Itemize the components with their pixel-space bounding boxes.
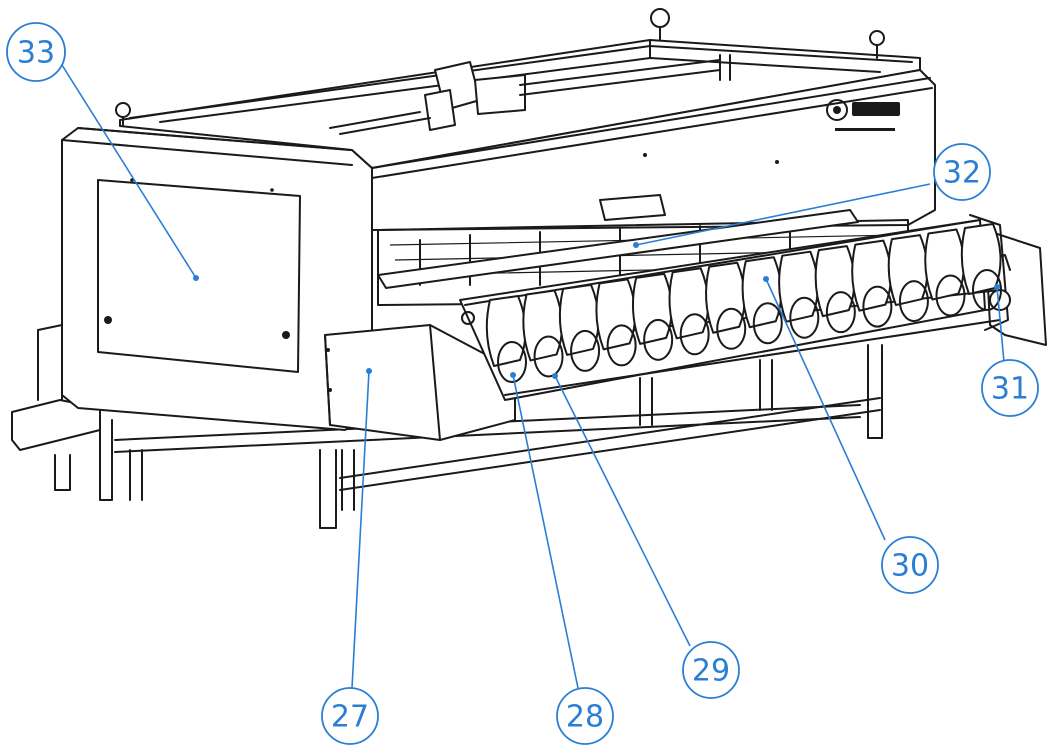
paddle xyxy=(595,278,637,351)
leader-29 xyxy=(554,375,691,647)
leader-31 xyxy=(996,286,1005,363)
paddle xyxy=(960,223,1002,295)
roller-drum xyxy=(570,329,601,372)
paddle xyxy=(485,295,527,367)
callout-29: 29 xyxy=(682,641,740,699)
callout-label-29: 29 xyxy=(692,654,730,689)
roller-drum xyxy=(862,285,893,328)
leader-28 xyxy=(512,374,579,689)
leader-32 xyxy=(635,183,931,246)
roller-drum xyxy=(898,280,929,323)
paddle xyxy=(778,250,819,323)
base-frame xyxy=(54,344,883,529)
callout-28: 28 xyxy=(556,687,614,745)
roller-drum xyxy=(679,313,710,356)
left-skid xyxy=(11,399,101,451)
leader-33 xyxy=(61,64,197,279)
roller-drum xyxy=(497,341,527,383)
paddle xyxy=(814,245,856,318)
roller-drum xyxy=(606,324,637,367)
callout-30: 30 xyxy=(881,536,939,594)
callout-label-32: 32 xyxy=(943,156,981,191)
rod xyxy=(377,209,859,289)
paddle xyxy=(887,234,929,307)
callout-31: 31 xyxy=(981,359,1039,417)
paddle xyxy=(851,239,892,312)
paddle xyxy=(924,228,965,301)
top-frame xyxy=(115,8,921,169)
machine-drawing xyxy=(11,8,1047,529)
roller-paddles xyxy=(485,223,1002,383)
callouts: 33 32 31 30 29 28 27 xyxy=(6,22,1039,745)
callout-label-33: 33 xyxy=(17,36,55,71)
paddle xyxy=(522,289,564,362)
roller-drum xyxy=(935,274,966,317)
roller-drum xyxy=(825,291,856,334)
callout-27: 27 xyxy=(321,687,379,745)
inspection-panel xyxy=(97,179,301,373)
paddle xyxy=(558,283,600,356)
paddle xyxy=(741,256,783,329)
callout-label-28: 28 xyxy=(566,700,604,735)
roller-drum xyxy=(716,307,747,350)
roller-drum xyxy=(972,269,1002,311)
leader-30 xyxy=(765,278,886,541)
callout-33: 33 xyxy=(6,22,66,82)
roller-drum xyxy=(752,302,783,345)
callout-label-30: 30 xyxy=(891,549,929,584)
callout-label-27: 27 xyxy=(331,700,369,735)
paddle xyxy=(668,267,710,340)
leader-27 xyxy=(351,370,370,689)
leader-lines xyxy=(61,64,1005,689)
roller-drum xyxy=(789,296,820,339)
roller-drum xyxy=(533,335,564,378)
paddle xyxy=(705,261,746,334)
roller-drum xyxy=(643,318,674,361)
callout-32: 32 xyxy=(933,143,991,201)
callout-label-31: 31 xyxy=(991,372,1029,407)
paddle xyxy=(631,272,673,345)
brand-logo-icon xyxy=(826,99,900,131)
